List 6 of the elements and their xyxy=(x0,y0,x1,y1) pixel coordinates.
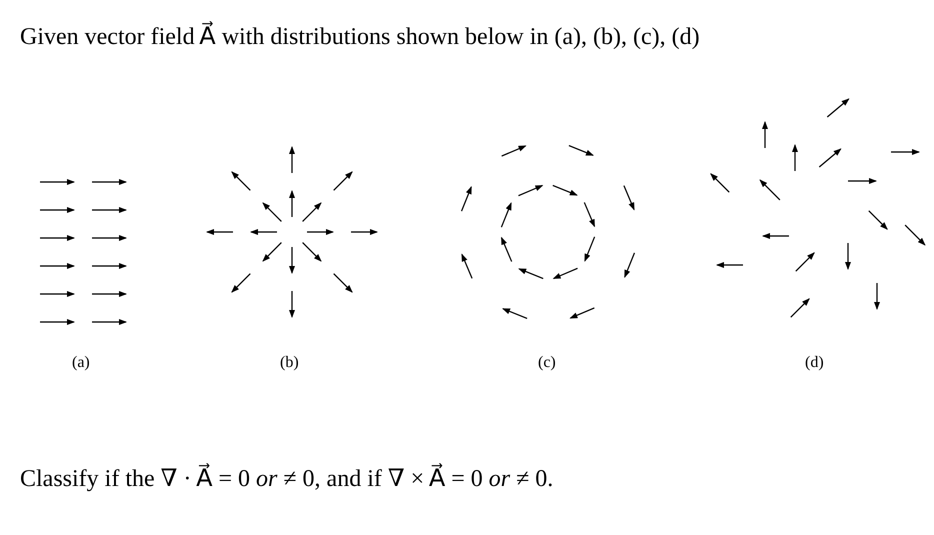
question-text: Classify if the ∇ · A⃗ = 0 or ≠ 0, and if ∇ × A⃗ = 0 or ≠ 0. xyxy=(20,464,554,493)
panel-label: (a) xyxy=(72,354,90,372)
question-text: Given vector field A⃗ with distributions shown below in (a), (b), (c), (d) xyxy=(20,22,700,51)
panel-label: (b) xyxy=(280,354,299,372)
panel-label: (c) xyxy=(538,354,556,372)
panel-label: (d) xyxy=(805,354,824,372)
